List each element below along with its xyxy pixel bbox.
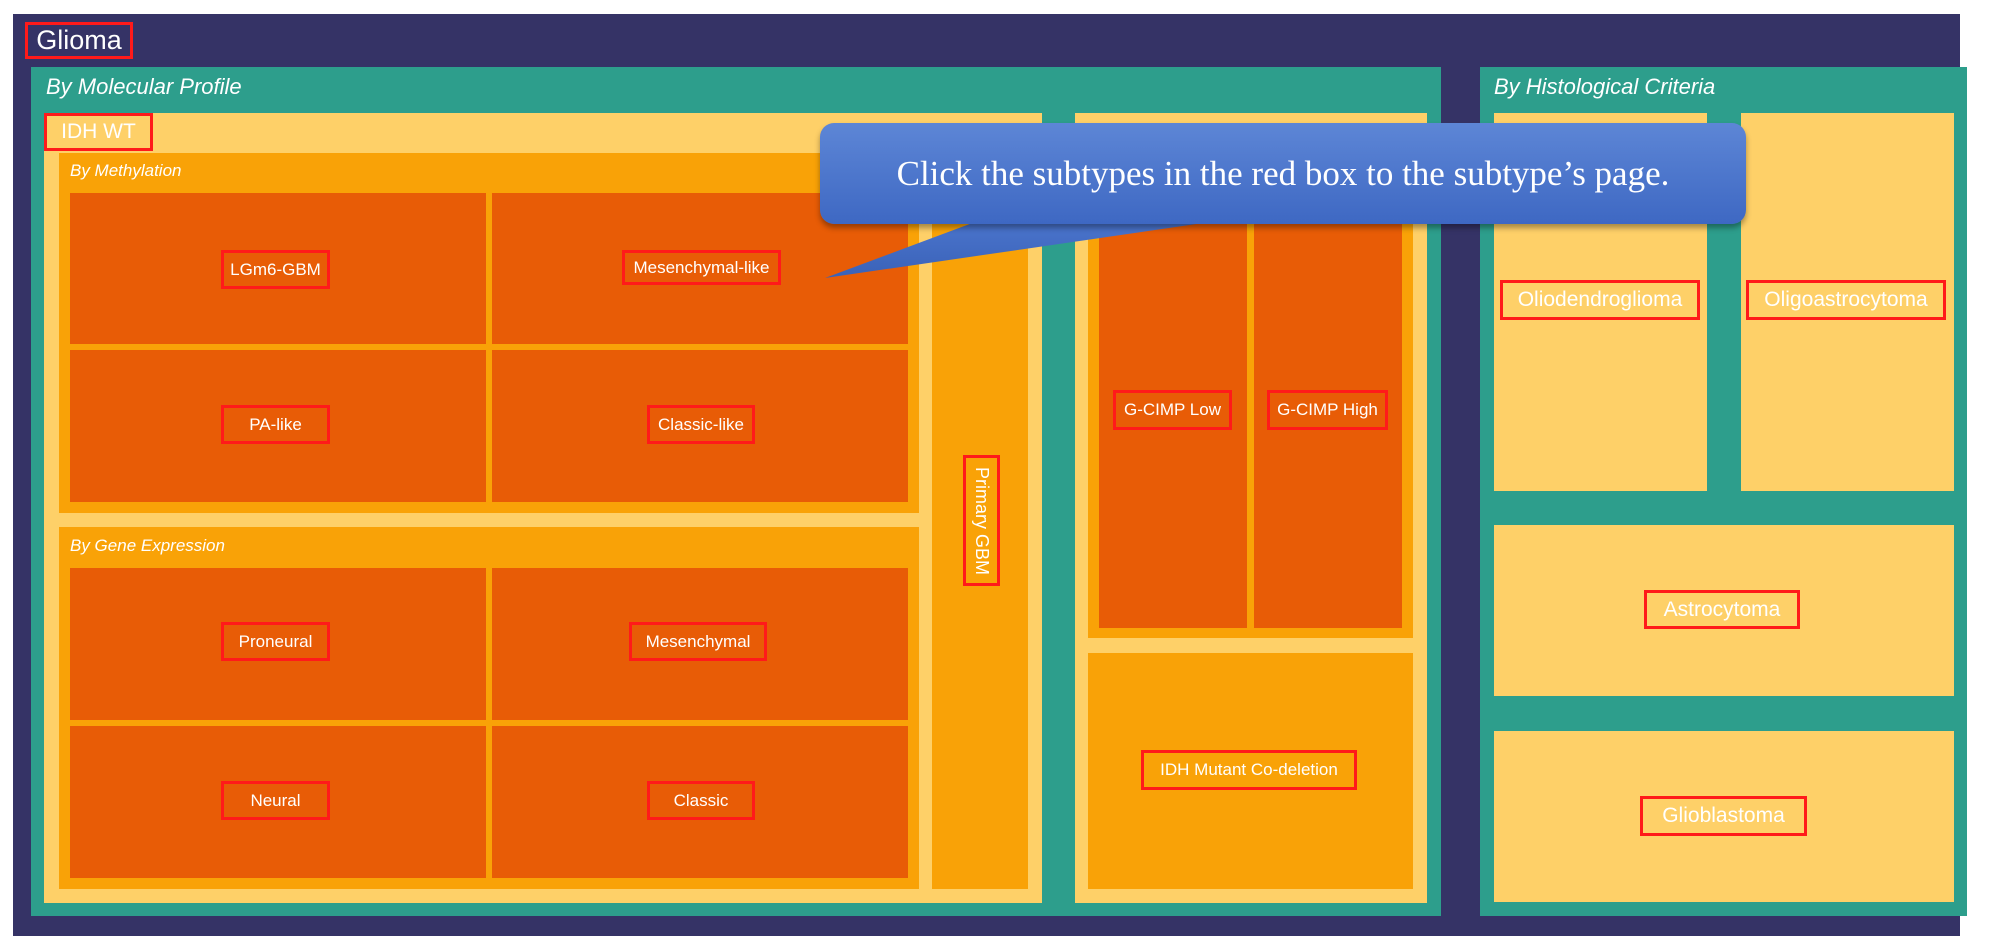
- callout-bubble: Click the subtypes in the red box to the…: [820, 123, 1746, 224]
- gcimp-cell: [1254, 200, 1402, 628]
- primary-gbm-column: [932, 193, 1028, 889]
- subtype-gcimp-high-link[interactable]: G-CIMP High: [1267, 390, 1388, 430]
- subtype-pa-like-link[interactable]: PA-like: [221, 405, 330, 444]
- subtype-mesenchymal-like-link[interactable]: Mesenchymal-like: [622, 250, 781, 285]
- methylation-cell: [70, 350, 486, 502]
- molecular-profile-title: By Molecular Profile: [46, 74, 242, 99]
- subtype-classic-like-link[interactable]: Classic-like: [647, 405, 755, 444]
- subtype-astrocytoma-link[interactable]: Astrocytoma: [1644, 590, 1800, 629]
- methylation-title: By Methylation: [70, 161, 182, 180]
- idh-wt-link[interactable]: IDH WT: [44, 113, 153, 151]
- glioma-root-link[interactable]: Glioma: [25, 22, 133, 59]
- methylation-cell: [70, 193, 486, 344]
- subtype-classic-link[interactable]: Classic: [647, 781, 755, 820]
- subtype-lgm6-gbm-link[interactable]: LGm6-GBM: [221, 250, 330, 289]
- subtype-oliodendroglioma-link[interactable]: Oliodendroglioma: [1500, 280, 1700, 320]
- subtype-neural-link[interactable]: Neural: [221, 781, 330, 820]
- gene-expression-title: By Gene Expression: [70, 536, 225, 555]
- gene-expression-cell: [70, 726, 486, 878]
- histological-cell: [1494, 525, 1954, 696]
- subtype-mesenchymal-link[interactable]: Mesenchymal: [629, 622, 767, 661]
- subtype-idh-mutant-codeletion-link[interactable]: IDH Mutant Co-deletion: [1141, 750, 1357, 790]
- histological-cell: [1741, 113, 1954, 491]
- gene-expression-cell: [70, 568, 486, 720]
- subtype-glioblastoma-link[interactable]: Glioblastoma: [1640, 796, 1807, 836]
- histological-cell: [1494, 731, 1954, 902]
- subtype-gcimp-low-link[interactable]: G-CIMP Low: [1113, 390, 1232, 430]
- subtype-oligoastrocytoma-link[interactable]: Oligoastrocytoma: [1746, 280, 1946, 320]
- histological-title: By Histological Criteria: [1494, 74, 1716, 99]
- subtype-proneural-link[interactable]: Proneural: [221, 622, 330, 661]
- subtype-primary-gbm-link[interactable]: Primary GBM: [963, 455, 1000, 586]
- methylation-cell: [492, 350, 908, 502]
- gene-expression-cell: [492, 568, 908, 720]
- gene-expression-cell: [492, 726, 908, 878]
